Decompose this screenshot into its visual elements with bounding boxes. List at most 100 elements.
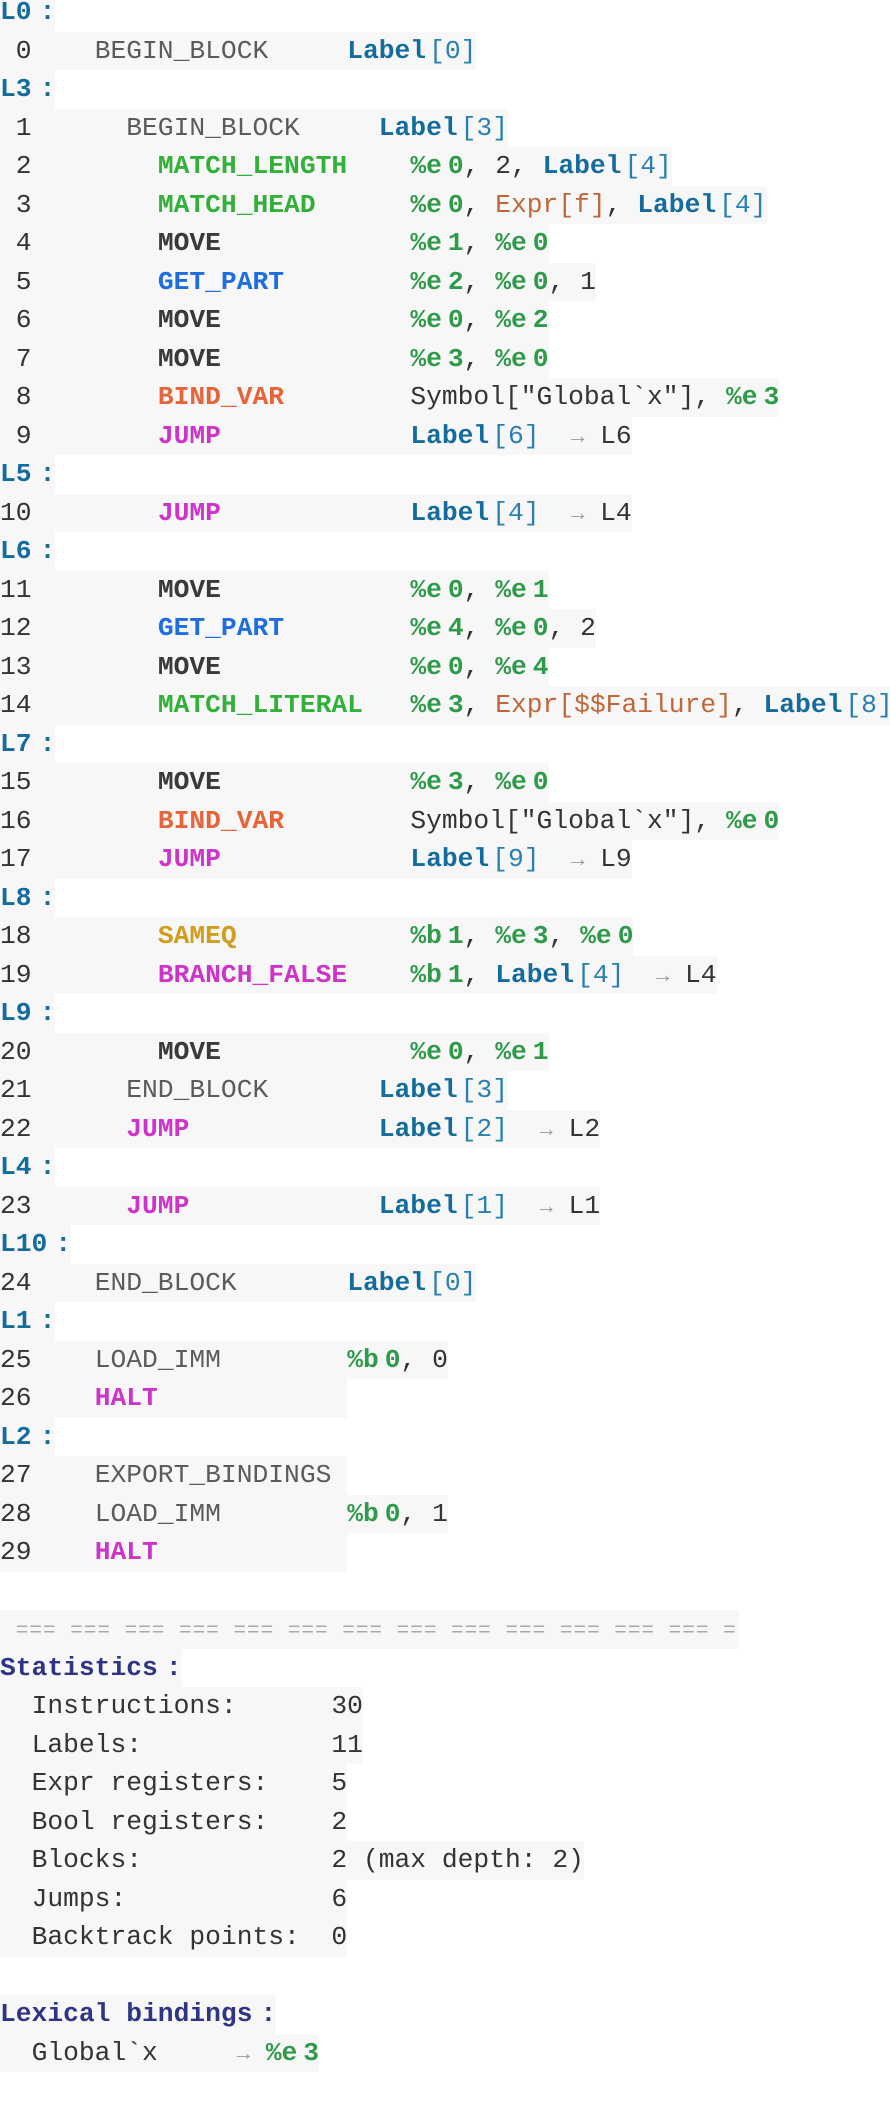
label-ref-index: [2] <box>460 1113 508 1144</box>
statistic-value: 2 (max depth: 2) <box>331 1845 584 1875</box>
spacer <box>32 151 158 181</box>
operand-separator: , <box>548 921 581 951</box>
blank-row <box>0 1572 890 1611</box>
label-ref: Label <box>763 690 843 720</box>
operand-separator: , <box>463 651 496 682</box>
instruction-row: 15 MOVE %e3, %e0 <box>0 763 890 802</box>
spacer <box>508 1114 540 1144</box>
section-title: Lexical bindings <box>0 1999 253 2029</box>
label-name: L7 <box>0 728 32 759</box>
label-ref-index: [3] <box>460 1075 508 1105</box>
row-content: Backtrack points: 0 <box>0 1918 348 1957</box>
register-operand: %e1 <box>410 228 464 258</box>
row-content: 17 JUMP Label[9] → L9 <box>0 840 632 879</box>
operand-separator: , <box>548 266 581 297</box>
line-number: 26 <box>0 1383 32 1413</box>
spacer <box>221 498 410 528</box>
line-number: 16 <box>0 805 32 836</box>
label-ref-index: [4] <box>719 189 767 220</box>
opcode: GET_PART <box>157 266 285 297</box>
register-operand: %e0 <box>580 921 634 951</box>
spacer <box>508 1191 540 1221</box>
spacer <box>284 613 410 643</box>
label-ref-index: [0] <box>429 35 477 66</box>
instruction-row: 9 JUMP Label[6] → L6 <box>0 416 890 455</box>
instruction-row: 13 MOVE %e0, %e4 <box>0 647 890 686</box>
register-operand: %e4 <box>410 613 464 643</box>
row-content: 21 END_BLOCK Label[3] <box>0 1071 508 1110</box>
label-ref-index: [3] <box>460 112 508 143</box>
arrow-right-icon: → <box>571 424 585 450</box>
spacer <box>32 806 158 836</box>
spacer <box>584 844 600 874</box>
spacer <box>221 305 410 335</box>
label-colon: : <box>39 536 56 566</box>
expr-operand: Expr[$$Failure] <box>495 690 732 720</box>
label-row: L7: <box>0 724 890 763</box>
instruction-row: 0 BEGIN_BLOCK Label[0] <box>0 31 890 70</box>
opcode: JUMP <box>126 1113 190 1144</box>
row-content: 28 LOAD_IMM %b0, 1 <box>0 1494 448 1533</box>
opcode: LOAD_IMM <box>94 1498 221 1529</box>
register-operand: %e0 <box>410 151 464 181</box>
register-operand: %e0 <box>410 305 464 335</box>
row-content: 22 JUMP Label[2] → L2 <box>0 1109 601 1148</box>
symbol-operand: Symbol["Global`x"] <box>410 805 695 836</box>
row-content: 27 EXPORT_BINDINGS <box>0 1456 348 1495</box>
label-row: L0: <box>0 0 890 32</box>
spacer <box>32 228 158 258</box>
label-ref: Label <box>410 420 490 451</box>
opcode: END_BLOCK <box>94 1267 237 1298</box>
operand-separator: , <box>463 305 496 335</box>
label-colon: : <box>39 728 56 759</box>
jump-target: L4 <box>685 959 717 990</box>
spacer <box>331 1460 347 1490</box>
register-operand: %e3 <box>495 921 549 951</box>
spacer <box>268 36 347 66</box>
symbol-operand: Symbol["Global`x"] <box>410 382 695 412</box>
spacer <box>347 960 410 990</box>
spacer <box>32 575 158 605</box>
section-colon: : <box>260 1999 277 2029</box>
spacer <box>32 690 158 720</box>
spacer <box>32 1345 95 1375</box>
label-name: L5 <box>0 459 32 489</box>
spacer <box>284 267 410 297</box>
opcode: MATCH_LENGTH <box>157 151 348 181</box>
instruction-row: 6 MOVE %e0, %e2 <box>0 301 890 340</box>
spacer <box>0 2038 32 2068</box>
opcode: EXPORT_BINDINGS <box>94 1460 332 1490</box>
label-ref: Label <box>542 151 622 181</box>
opcode: MATCH_HEAD <box>157 189 316 220</box>
line-number: 10 <box>0 497 32 528</box>
register-operand: %e2 <box>410 266 464 297</box>
register-operand: %b0 <box>347 1344 401 1375</box>
line-number: 5 <box>0 266 32 297</box>
register-operand: %e0 <box>495 343 549 374</box>
register-operand: %e3 <box>410 343 464 374</box>
label-ref-index: [4] <box>577 959 625 990</box>
spacer <box>32 1037 158 1067</box>
spacer <box>221 1499 347 1529</box>
row-content: 9 JUMP Label[6] → L6 <box>0 416 632 455</box>
label-colon: : <box>55 1229 72 1259</box>
register-operand: %e0 <box>410 574 464 605</box>
opcode: HALT <box>94 1537 158 1567</box>
label-ref: Label <box>410 844 490 874</box>
statistic-label: Backtrack points: <box>31 1922 300 1952</box>
label-colon: : <box>39 459 56 489</box>
spacer <box>32 113 127 143</box>
statistic-row: Backtrack points: 0 <box>0 1918 890 1957</box>
row-content: 20 MOVE %e0, %e1 <box>0 1032 549 1071</box>
spacer <box>268 1075 378 1105</box>
row-content: Instructions: 30 <box>0 1687 363 1726</box>
label-row: L2: <box>0 1417 890 1456</box>
instruction-row: 3 MATCH_HEAD %e0, Expr[f], Label[4] <box>0 185 890 224</box>
separator-line: === === === === === === === === === === … <box>15 1620 737 1643</box>
instruction-row: 29 HALT <box>0 1533 890 1572</box>
expr-operand: Expr[f] <box>495 189 606 220</box>
instruction-row: 8 BIND_VAR Symbol["Global`x"], %e3 <box>0 378 890 417</box>
line-number: 18 <box>0 921 32 951</box>
row-content: Labels: 11 <box>0 1725 363 1764</box>
